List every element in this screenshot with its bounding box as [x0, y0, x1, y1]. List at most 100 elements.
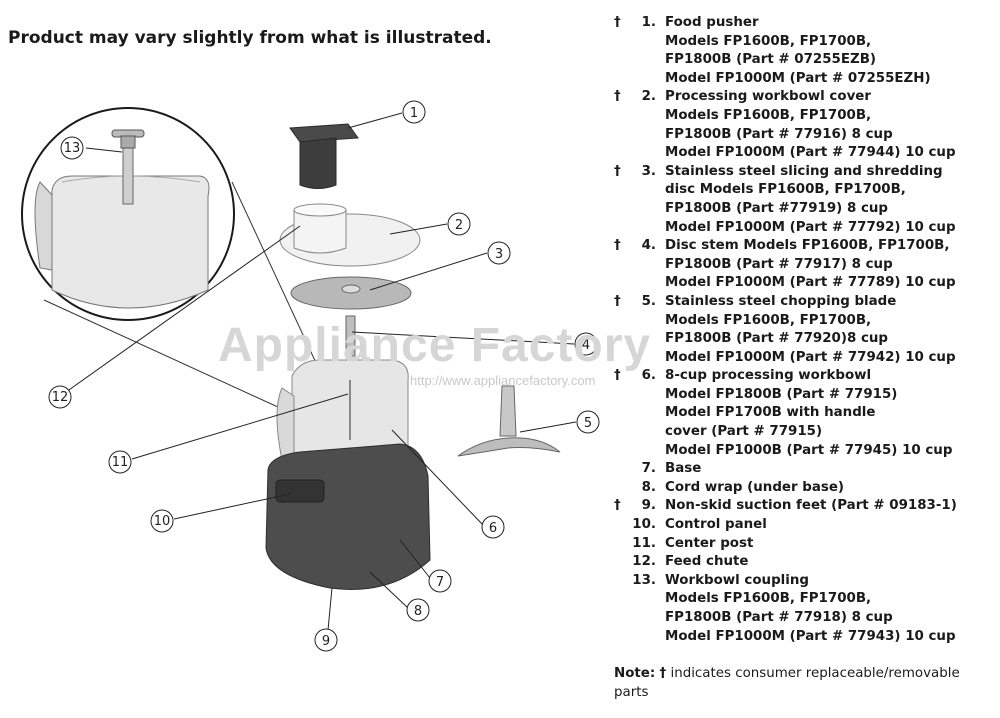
svg-text:11: 11: [112, 455, 129, 470]
inset-magnifier: [21, 107, 235, 321]
chopping-blade: [457, 385, 561, 457]
callout-11: 11: [108, 450, 132, 474]
part-description-line: Model FP1000M (Part # 77942) 10 cup: [665, 349, 956, 365]
callout-2: 2: [447, 212, 471, 236]
part-description-line: Feed chute: [665, 554, 749, 570]
part-description-line: Model FP1000M (Part # 77792) 10 cup: [665, 219, 956, 235]
replaceable-dagger: †: [614, 163, 621, 179]
svg-text:10: 10: [154, 514, 171, 529]
part-description-line: FP1800B (Part # 07255EZB): [665, 52, 877, 68]
part-item: †3.Stainless steel slicing and shredding…: [614, 163, 996, 237]
part-description-line: disc Models FP1600B, FP1700B,: [665, 182, 906, 198]
part-description: Control panel: [665, 516, 996, 535]
part-description-line: Model FP1000M (Part # 07255EZH): [665, 70, 931, 86]
replaceable-dagger: [614, 572, 632, 646]
part-number: 12.: [632, 554, 656, 570]
replaceable-dagger: †: [614, 498, 621, 514]
replaceable-dagger: †: [614, 15, 621, 30]
part-description-line: Food pusher: [665, 15, 759, 30]
part-number: 6.: [641, 368, 656, 384]
part-description-line: Models FP1600B, FP1700B,: [665, 107, 872, 123]
part-description-line: Non-skid suction feet (Part # 09183-1): [665, 498, 957, 514]
svg-text:3: 3: [495, 247, 503, 262]
part-description-line: Model FP1000M (Part # 77944) 10 cup: [665, 145, 956, 161]
part-description-line: Workbowl coupling: [665, 572, 809, 588]
part-description-line: Stainless steel chopping blade: [665, 293, 897, 309]
part-number: 10.: [632, 517, 656, 533]
replaceable-dagger: [614, 535, 632, 554]
part-description-line: cover (Part # 77915): [665, 424, 823, 440]
part-description-line: Center post: [665, 535, 754, 551]
part-description-line: Base: [665, 461, 702, 477]
part-description-line: Model FP1000M (Part # 77943) 10 cup: [665, 628, 956, 644]
part-number: 7.: [641, 461, 656, 477]
svg-text:4: 4: [582, 338, 590, 353]
part-description-line: Models FP1600B, FP1700B,: [665, 33, 872, 49]
part-description-line: Processing workbowl cover: [665, 89, 871, 105]
callout-6: 6: [481, 515, 505, 539]
part-description-line: Model FP1800B (Part # 77915): [665, 386, 898, 402]
part-item: †4.Disc stem Models FP1600B, FP1700B,FP1…: [614, 237, 996, 293]
footnote: Note: † indicates consumer replaceable/r…: [614, 664, 994, 702]
part-description: Feed chute: [665, 553, 996, 572]
part-number: 4.: [641, 238, 656, 254]
replaceable-dagger: [614, 479, 632, 498]
callout-leaders: [65, 112, 577, 631]
slicing-disc: [290, 276, 412, 310]
part-item: 10. Control panel: [614, 516, 996, 535]
callout-12: 12: [48, 385, 72, 409]
part-description: Cord wrap (under base): [665, 479, 996, 498]
watermark-text: Appliance Factory: [218, 319, 652, 372]
disclaimer-heading: Product may vary slightly from what is i…: [8, 28, 492, 48]
svg-text:8: 8: [414, 604, 422, 619]
part-number: 5.: [641, 293, 656, 309]
part-description-line: FP1800B (Part #77919) 8 cup: [665, 200, 888, 216]
replaceable-dagger: [614, 460, 632, 479]
callout-9: 9: [314, 628, 338, 652]
disc-stem: [345, 315, 356, 357]
part-number: 8.: [641, 479, 656, 495]
callout-3: 3: [487, 241, 511, 265]
part-number: 1.: [641, 15, 656, 30]
replaceable-dagger: [614, 516, 632, 535]
workbowl-cover: [279, 203, 421, 267]
callout-1: 1: [402, 100, 426, 124]
part-description-line: Cord wrap (under base): [665, 479, 845, 495]
callout-13: 13: [60, 136, 84, 160]
part-number: 13.: [632, 572, 656, 588]
callout-8: 8: [406, 598, 430, 622]
watermark-url: http://www.appliancefactory.com: [410, 373, 596, 388]
part-description: Center post: [665, 535, 996, 554]
part-description-line: Model FP1700B with handle: [665, 405, 876, 421]
part-description-line: FP1800B (Part # 77916) 8 cup: [665, 126, 893, 142]
food-pusher: [289, 123, 359, 189]
part-item: 7. Base: [614, 460, 996, 479]
part-item: 11.Center post: [614, 535, 996, 554]
replaceable-dagger: [614, 553, 632, 572]
food-processor-diagram: 1 2 3 4 5 6 7 8 9 10 11 12: [21, 100, 600, 652]
part-description-line: 8-cup processing workbowl: [665, 368, 872, 384]
svg-text:7: 7: [436, 575, 444, 590]
part-description: Base: [665, 460, 996, 479]
svg-text:12: 12: [52, 390, 69, 405]
part-description-line: Control panel: [665, 517, 767, 533]
svg-text:1: 1: [410, 106, 418, 121]
part-item: 12. Feed chute: [614, 553, 996, 572]
svg-text:2: 2: [455, 218, 463, 233]
svg-text:6: 6: [489, 521, 497, 536]
part-number: 2.: [641, 89, 656, 105]
part-description-line: Stainless steel slicing and shredding: [665, 163, 943, 179]
callout-4: 4: [574, 332, 598, 356]
part-description: Non-skid suction feet (Part # 09183-1): [665, 497, 996, 516]
part-description-line: FP1800B (Part # 77918) 8 cup: [665, 610, 893, 625]
replaceable-dagger: †: [614, 293, 621, 309]
part-description-line: FP1800B (Part # 77917) 8 cup: [665, 256, 893, 272]
